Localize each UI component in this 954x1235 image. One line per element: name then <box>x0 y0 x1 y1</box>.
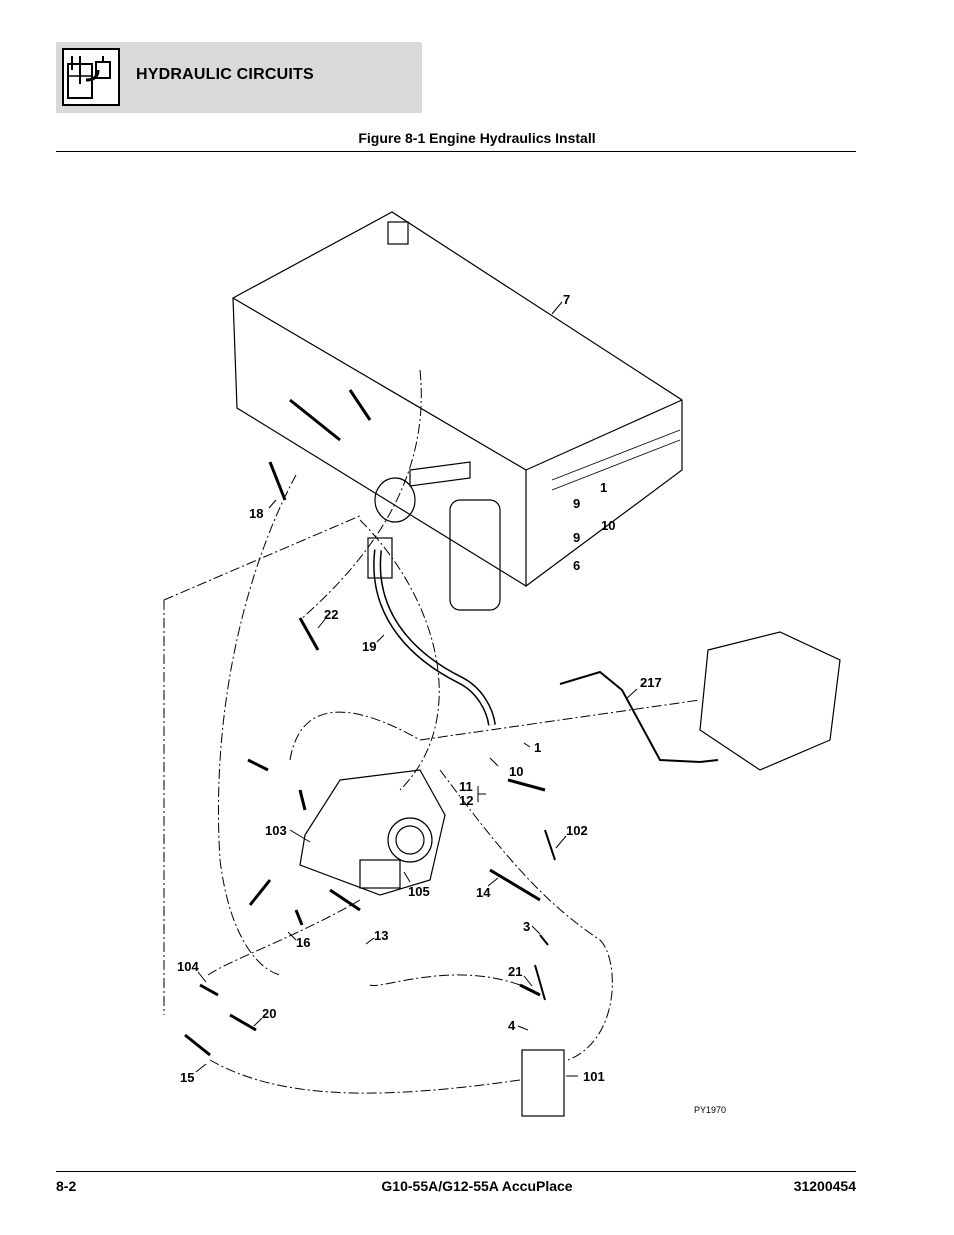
callout-13: 13 <box>374 928 388 943</box>
callout-7: 7 <box>563 292 570 307</box>
header-rule <box>56 151 856 152</box>
page-number: 8-2 <box>56 1178 77 1194</box>
callout-19: 19 <box>362 639 376 654</box>
callout-15: 15 <box>180 1070 194 1085</box>
callout-6: 6 <box>573 558 580 573</box>
valve-block <box>521 1049 565 1117</box>
callout-1: 1 <box>600 480 607 495</box>
callout-18: 18 <box>249 506 263 521</box>
suction-hose <box>373 549 496 726</box>
document-number: 31200454 <box>793 1178 856 1194</box>
model-name: G10-55A/G12-55A AccuPlace <box>381 1178 573 1194</box>
callout-11: 11 <box>459 779 473 794</box>
callout-21: 21 <box>508 964 522 979</box>
callout-217: 217 <box>640 675 662 690</box>
callout-9b: 9 <box>573 530 580 545</box>
footer-rule <box>56 1171 856 1172</box>
suction-fitting <box>374 477 416 523</box>
pressure-tube <box>559 670 719 764</box>
callout-10: 10 <box>601 518 615 533</box>
callout-105: 105 <box>408 884 430 899</box>
figure-title: Figure 8-1 Engine Hydraulics Install <box>358 130 596 146</box>
callout-103: 103 <box>265 823 287 838</box>
callout-10b: 10 <box>509 764 523 779</box>
return-filter <box>449 499 501 611</box>
callout-4: 4 <box>508 1018 516 1033</box>
callout-1b: 1 <box>534 740 541 755</box>
callout-14: 14 <box>476 885 491 900</box>
callout-16: 16 <box>296 935 310 950</box>
callout-20: 20 <box>262 1006 276 1021</box>
hydraulic-pump <box>299 769 446 896</box>
callout-12: 12 <box>459 793 473 808</box>
tank-filler-cap <box>387 221 409 245</box>
callout-101: 101 <box>583 1069 605 1084</box>
section-title: HYDRAULIC CIRCUITS <box>136 66 314 83</box>
callout-3: 3 <box>523 919 530 934</box>
hydraulic-circuit-icon <box>62 48 120 106</box>
callout-9: 9 <box>573 496 580 511</box>
callout-104: 104 <box>177 959 199 974</box>
callout-22: 22 <box>324 607 338 622</box>
callout-102: 102 <box>566 823 588 838</box>
drawing-code: PY1970 <box>694 1105 726 1115</box>
main-control-valve <box>699 631 841 771</box>
